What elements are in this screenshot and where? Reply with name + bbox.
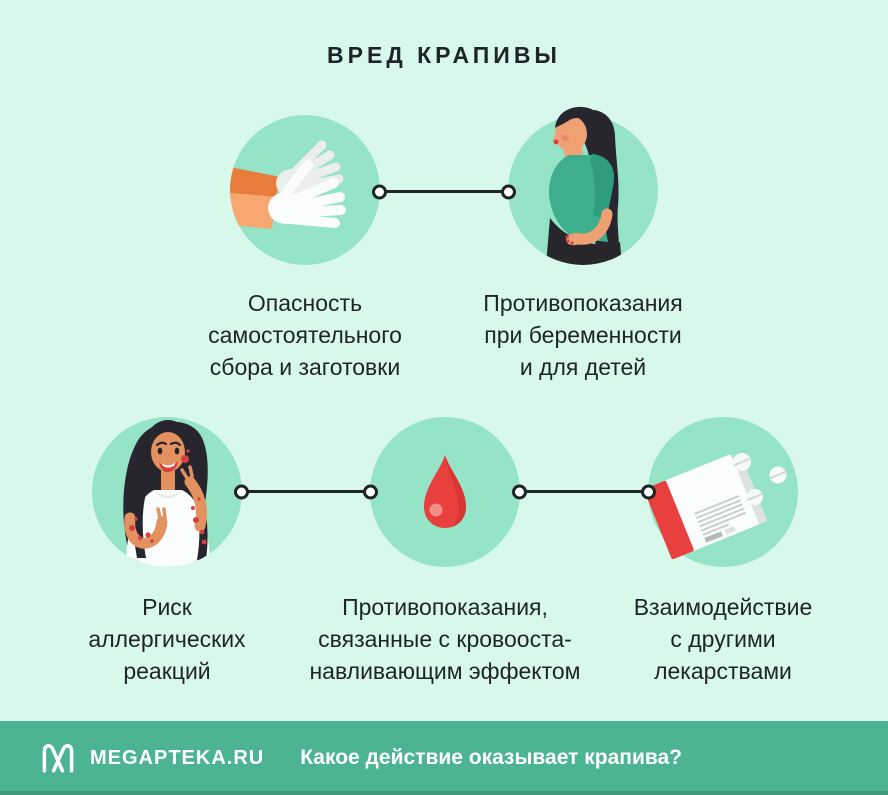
allergic-reaction-icon	[92, 417, 242, 567]
footer-question: Какое действие оказывает крапива?	[300, 746, 683, 769]
caption-line: сбора и заготовки	[209, 354, 401, 380]
caption-line: самостоятельного	[208, 322, 402, 348]
gloves-icon	[230, 115, 380, 265]
connector-dot	[512, 484, 527, 499]
caption-line: Противопоказания	[483, 290, 683, 316]
footer-bottom-strip	[0, 791, 888, 795]
caption-blood: Противопоказания, связанные с кровооста-…	[290, 591, 600, 687]
blood-drop-icon	[370, 417, 520, 567]
caption-gloves: Опасность самостоятельного сбора и загот…	[165, 287, 445, 383]
megapteka-logo-icon	[42, 744, 74, 773]
caption-line: аллергических	[88, 626, 246, 652]
caption-line: Взаимодействие	[633, 594, 813, 620]
caption-line: связанные с кровооста-	[318, 626, 572, 652]
pregnant-woman-icon	[508, 106, 658, 265]
connector-bottom-right	[512, 484, 656, 499]
page-title: ВРЕД КРАПИВЫ	[327, 42, 561, 68]
connector-dot	[641, 484, 656, 499]
medicine-pack-icon	[644, 417, 798, 567]
caption-line: лекарствами	[654, 658, 792, 684]
caption-line: Риск	[142, 594, 192, 620]
caption-line: и для детей	[519, 354, 647, 380]
caption-line: Опасность	[247, 290, 363, 316]
caption-line: с другими	[670, 626, 776, 652]
footer-bar: MEGAPTEKA.RU Какое действие оказывает кр…	[0, 721, 888, 795]
connector-dot	[363, 484, 378, 499]
caption-drugs: Взаимодействие с другими лекарствами	[573, 591, 873, 687]
caption-allergy: Риск аллергических реакций	[17, 591, 317, 687]
caption-line: Противопоказания,	[342, 594, 548, 620]
brand-name: MEGAPTEKA.RU	[90, 746, 265, 769]
caption-pregnancy: Противопоказания при беременности и для …	[443, 287, 723, 383]
connector-bottom-left	[234, 484, 378, 499]
caption-line: навливающим эффектом	[309, 658, 581, 684]
caption-line: при беременности	[484, 322, 682, 348]
connector-top	[372, 184, 516, 199]
connector-dot	[372, 184, 387, 199]
connector-dot	[501, 184, 516, 199]
connector-dot	[234, 484, 249, 499]
caption-line: реакций	[123, 658, 211, 684]
